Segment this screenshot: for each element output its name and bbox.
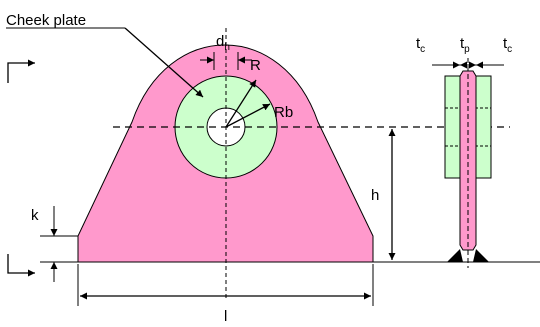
k-label: k bbox=[31, 207, 39, 224]
tp-label: tp bbox=[460, 35, 470, 55]
tc-left-label: tc bbox=[416, 35, 425, 55]
radius-R-label: R bbox=[250, 57, 261, 74]
tc-right-label: tc bbox=[503, 35, 512, 55]
radius-Rb-label: Rb bbox=[274, 104, 293, 121]
h-label: h bbox=[371, 187, 379, 204]
edge-plate bbox=[459, 70, 477, 251]
cheek-plate-label: Cheek plate bbox=[6, 12, 86, 29]
weld-left bbox=[447, 249, 463, 262]
cheek-plate-leader bbox=[124, 27, 204, 98]
section-arrow-top bbox=[7, 59, 35, 83]
radius-R-arrow bbox=[225, 79, 257, 128]
l-label: l bbox=[224, 308, 227, 322]
radius-Rb-arrow bbox=[225, 103, 271, 128]
section-arrow-bottom bbox=[7, 254, 35, 277]
dh-label: dh bbox=[216, 33, 230, 53]
weld-right bbox=[473, 249, 489, 262]
